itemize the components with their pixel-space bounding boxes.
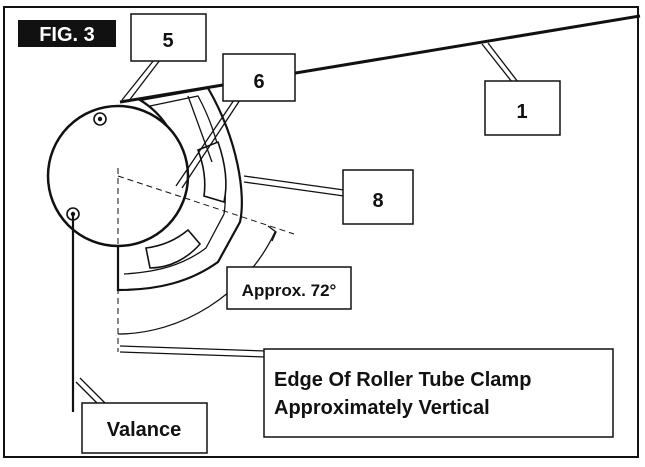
clamp-label-box xyxy=(263,348,614,438)
callout-8-box xyxy=(342,169,414,225)
callout-5-leader xyxy=(121,59,155,101)
callout-6-text: 6 xyxy=(253,71,264,93)
angle-label: Approx. 72° xyxy=(226,266,352,310)
clamp-label-leader-2 xyxy=(119,351,267,358)
clamp-inner-edge xyxy=(123,95,226,275)
angle-arc-arrowhead-top xyxy=(267,225,277,242)
clamp-slot-upper xyxy=(196,140,227,204)
callout-6: 6 xyxy=(175,53,296,189)
clamp-label-line2: Approximately Vertical xyxy=(274,397,490,419)
callout-6-box xyxy=(222,53,296,102)
figure-label: FIG. 3 xyxy=(18,20,116,47)
roller-tube-shading xyxy=(53,204,161,247)
callout-1-box xyxy=(484,80,561,136)
callout-1: 1 xyxy=(481,42,561,136)
valance-label-text: Valance xyxy=(107,419,182,441)
callout-8-leader xyxy=(243,175,345,191)
callout-8-text: 8 xyxy=(372,190,383,212)
angle-construction xyxy=(117,168,295,352)
callout-5-text: 5 xyxy=(162,30,173,52)
angle-arc xyxy=(117,231,276,335)
clamp-vertical-label: Edge Of Roller Tube Clamp Approximately … xyxy=(119,345,614,438)
callout-8-leader-2 xyxy=(243,181,345,197)
valance-leader-2 xyxy=(79,377,107,405)
callout-5-leader-2 xyxy=(127,59,161,103)
tube-screw-top-center xyxy=(97,116,103,122)
valance-label: Valance xyxy=(75,377,208,454)
figure-label-text: FIG. 3 xyxy=(39,24,95,46)
callout-6-leader xyxy=(175,99,235,187)
callout-1-leader-2 xyxy=(487,42,519,83)
clamp-slot-lower xyxy=(145,228,202,269)
callout-5: 5 xyxy=(121,13,207,103)
clamp-rib xyxy=(187,95,213,163)
angle-label-box xyxy=(226,266,352,310)
valance-label-box xyxy=(81,402,208,454)
clamp-edge-reference-line xyxy=(117,175,295,235)
clamp-label-line1: Edge Of Roller Tube Clamp xyxy=(274,369,531,391)
callout-5-box xyxy=(130,13,207,62)
clamp-label-leader xyxy=(119,345,267,352)
callout-1-text: 1 xyxy=(516,101,527,123)
angle-label-text: Approx. 72° xyxy=(242,281,337,300)
callout-8: 8 xyxy=(243,169,414,225)
figure-frame xyxy=(3,6,639,458)
callout-1-leader xyxy=(481,43,513,83)
callout-6-leader-2 xyxy=(181,99,241,189)
figure-label-bg xyxy=(18,20,116,47)
